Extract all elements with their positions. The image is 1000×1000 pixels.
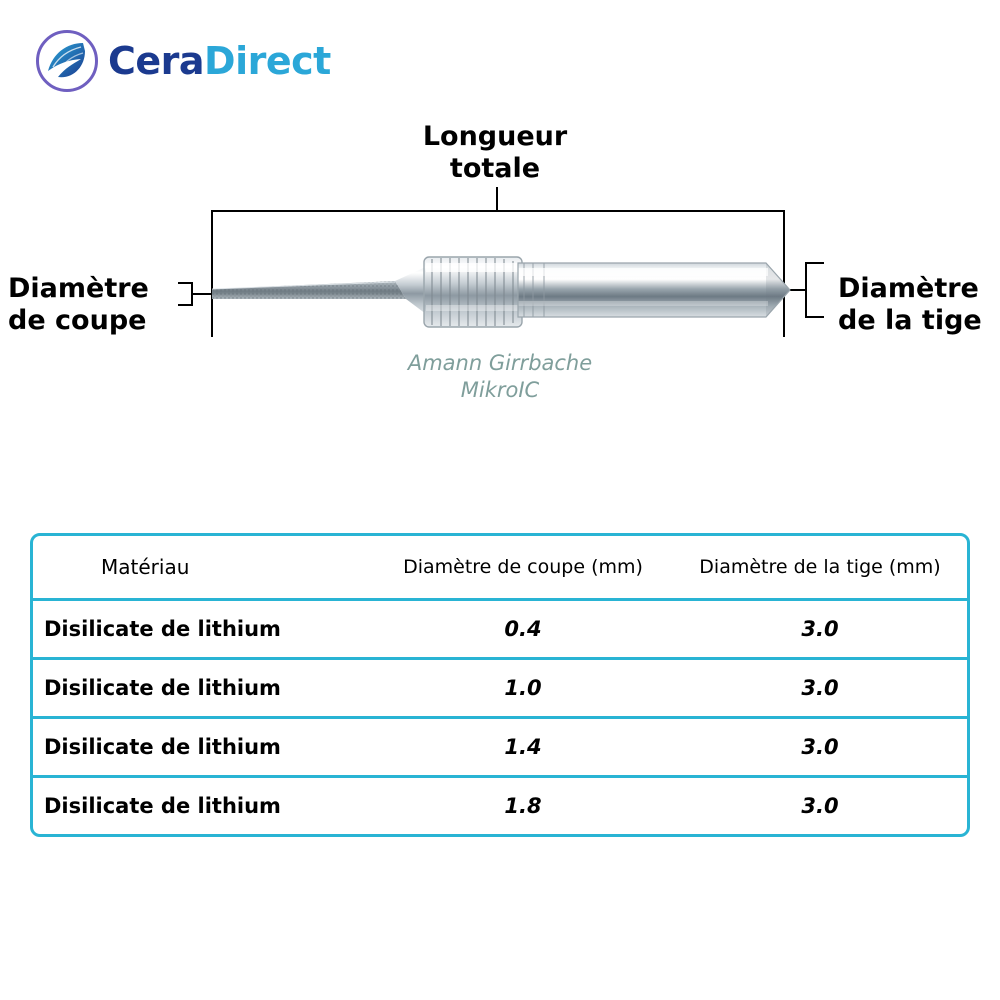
cell-shank-diameter: 3.0 xyxy=(673,716,967,777)
label-total-length-line1: Longueur xyxy=(422,121,568,152)
label-cutting-diameter: Diamètre de coupe xyxy=(8,273,183,337)
caption-line2: MikroIC xyxy=(460,378,540,403)
cell-cutting-diameter: 0.4 xyxy=(373,598,673,659)
specs-table: Matériau Diamètre de coupe (mm) Diamètre… xyxy=(33,536,967,834)
table-row: Disilicate de lithium 0.4 3.0 xyxy=(33,598,967,659)
cell-material: Disilicate de lithium xyxy=(33,657,373,718)
brand-name-part1: Cera xyxy=(108,39,205,83)
cell-material: Disilicate de lithium xyxy=(33,716,373,777)
dental-milling-bur-icon xyxy=(178,187,824,337)
brand-name-part2: Direct xyxy=(204,39,331,83)
label-total-length-line2: totale xyxy=(449,152,541,184)
label-shank-diameter: Diamètre de la tige xyxy=(838,273,998,337)
table-row: Disilicate de lithium 1.0 3.0 xyxy=(33,657,967,718)
column-header-cutting-diameter: Diamètre de coupe (mm) xyxy=(403,556,643,578)
label-shank-diameter-line2: de la tige xyxy=(838,304,982,336)
cell-material: Disilicate de lithium xyxy=(33,598,373,659)
caption-line1: Amann Girrbache xyxy=(407,351,593,375)
cell-material: Disilicate de lithium xyxy=(33,775,373,834)
table-row: Disilicate de lithium 1.4 3.0 xyxy=(33,716,967,777)
label-cutting-diameter-line1: Diamètre xyxy=(8,273,149,304)
cell-cutting-diameter: 1.0 xyxy=(373,657,673,718)
label-cutting-diameter-line2: de coupe xyxy=(8,304,147,336)
brand-logo: CeraDirect xyxy=(36,30,331,92)
cell-shank-diameter: 3.0 xyxy=(673,657,967,718)
label-total-length: Longueur totale xyxy=(390,121,600,185)
cera-leaf-logo-icon xyxy=(36,30,98,92)
label-shank-diameter-line1: Diamètre xyxy=(838,273,979,304)
table-row: Disilicate de lithium 1.8 3.0 xyxy=(33,775,967,834)
cell-shank-diameter: 3.0 xyxy=(673,775,967,834)
cell-cutting-diameter: 1.4 xyxy=(373,716,673,777)
brand-wordmark: CeraDirect xyxy=(108,39,331,83)
cell-cutting-diameter: 1.8 xyxy=(373,775,673,834)
tool-model-caption: Amann Girrbache MikroIC xyxy=(330,350,670,405)
column-header-shank-diameter: Diamètre de la tige (mm) xyxy=(699,556,941,578)
cell-shank-diameter: 3.0 xyxy=(673,598,967,659)
column-header-material: Matériau xyxy=(101,555,190,579)
specs-table-container: Matériau Diamètre de coupe (mm) Diamètre… xyxy=(30,533,970,837)
tool-diagram: Longueur totale Diamètre de coupe Diamèt… xyxy=(0,105,1000,435)
table-header-row: Matériau Diamètre de coupe (mm) Diamètre… xyxy=(33,536,967,600)
